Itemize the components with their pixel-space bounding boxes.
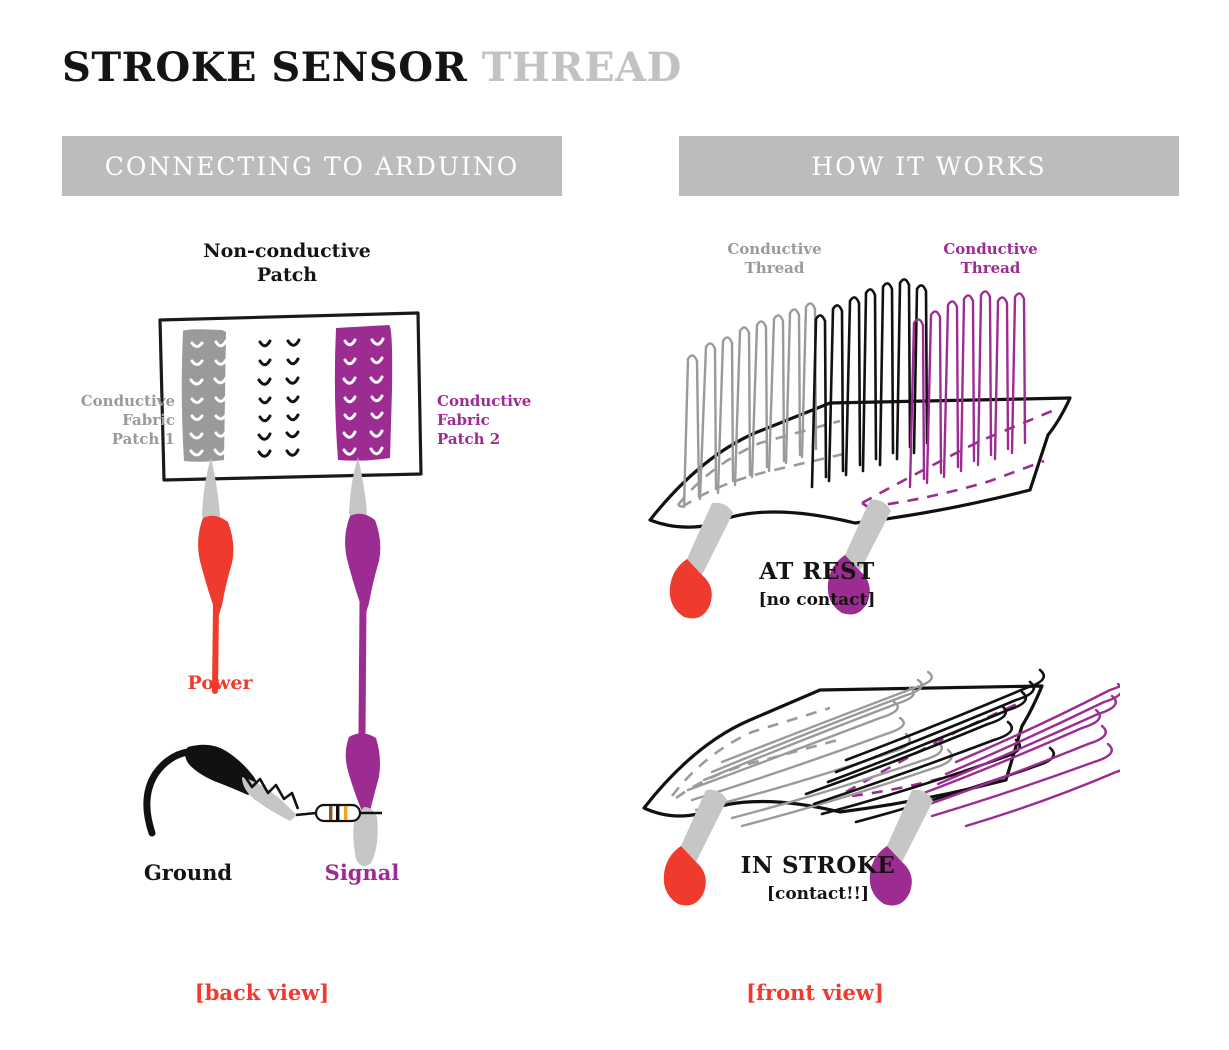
- conductive-thread-loops-black: [810, 278, 929, 489]
- power-and-signal-clip-illustration: [198, 457, 381, 867]
- label-at-rest-title: AT REST: [759, 558, 875, 585]
- stitch-marks-patch-1: [189, 339, 228, 457]
- ground-clip-teeth: [242, 774, 300, 810]
- label-conductive-fabric-patch-2: Conductive Fabric Patch 2: [437, 392, 532, 448]
- signal-clip-top: [345, 457, 381, 737]
- label-conductive-fabric-patch-1: Conductive Fabric Patch 1: [80, 392, 175, 448]
- section-banner-right-label: HOW IT WORKS: [811, 151, 1047, 181]
- power-clip-rest-metal: [687, 502, 733, 575]
- label-in-stroke-subtitle: [contact!!]: [766, 884, 870, 904]
- section-banner-connecting-to-arduino: CONNECTING TO ARDUINO: [62, 136, 562, 196]
- power-clip-stroke-metal: [681, 789, 727, 862]
- signal-clip-rest: [827, 499, 891, 615]
- power-wire: [212, 602, 219, 694]
- label-conductive-thread-left: Conductive Thread: [727, 240, 822, 277]
- resistor: [314, 803, 362, 823]
- power-clip: [198, 457, 234, 694]
- label-signal: Signal: [324, 860, 400, 885]
- label-non-conductive-patch: Non-conductive Patch: [203, 240, 371, 286]
- power-clip-stroke: [663, 789, 727, 906]
- ground-clip-boot: [185, 744, 260, 795]
- conductive-thread-loops-purple: [908, 290, 1027, 489]
- signal-clip-boot: [345, 513, 381, 616]
- stitch-marks-non-conductive: [257, 338, 301, 458]
- at-rest-illustration: [648, 278, 1072, 619]
- signal-clip-rest-metal: [845, 499, 891, 571]
- label-in-stroke-title: IN STROKE: [740, 852, 896, 879]
- signal-clip-stroke: [869, 789, 933, 906]
- ground-clip-metal: [242, 777, 297, 821]
- label-power: Power: [187, 672, 253, 694]
- resistor-band-brown: [329, 806, 333, 820]
- section-banner-how-it-works: HOW IT WORKS: [679, 136, 1179, 196]
- stitch-marks-patch-2: [342, 337, 385, 456]
- label-conductive-thread-right: Conductive Thread: [943, 240, 1038, 277]
- power-clip-rest: [669, 502, 733, 619]
- ground-wire: [143, 747, 202, 837]
- signal-clip-stroke-metal: [887, 789, 933, 862]
- signal-clip-rest-boot: [827, 555, 870, 615]
- signal-clip-stroke-boot: [869, 846, 912, 906]
- label-front-view: [front view]: [746, 980, 884, 1005]
- label-at-rest-subtitle: [no contact]: [758, 590, 876, 610]
- fabric-patch-illustration: [158, 311, 423, 482]
- page-title-main: STROKE SENSOR: [62, 44, 468, 91]
- signal-clip-bottom-boot: [345, 733, 380, 821]
- conductive-fabric-patch-1-shape: [181, 329, 226, 462]
- resistor-band-black: [336, 806, 340, 820]
- signal-clip-bottom: [345, 733, 380, 867]
- power-clip-boot: [198, 515, 234, 618]
- signal-clip-bottom-metal: [353, 807, 378, 867]
- section-banner-left-label: CONNECTING TO ARDUINO: [104, 151, 520, 181]
- page-title: STROKE SENSOR THREAD: [62, 44, 682, 91]
- ground-wire-and-resistor-illustration: [143, 744, 382, 837]
- signal-wire: [358, 599, 367, 737]
- page-title-accent: THREAD: [481, 44, 682, 91]
- label-back-view: [back view]: [194, 980, 330, 1005]
- resistor-lead-left: [295, 811, 317, 817]
- power-clip-rest-boot: [669, 559, 712, 619]
- power-clip-stroke-boot: [663, 846, 706, 906]
- swept-thread-purple: [914, 682, 1120, 828]
- conductive-thread-loops-gray: [682, 302, 818, 509]
- conductive-fabric-patch-2-shape: [334, 325, 393, 461]
- label-ground: Ground: [143, 860, 233, 885]
- resistor-band-orange: [344, 806, 348, 820]
- stitch-line-gray-rest: [676, 419, 849, 509]
- in-stroke-illustration: [642, 668, 1120, 906]
